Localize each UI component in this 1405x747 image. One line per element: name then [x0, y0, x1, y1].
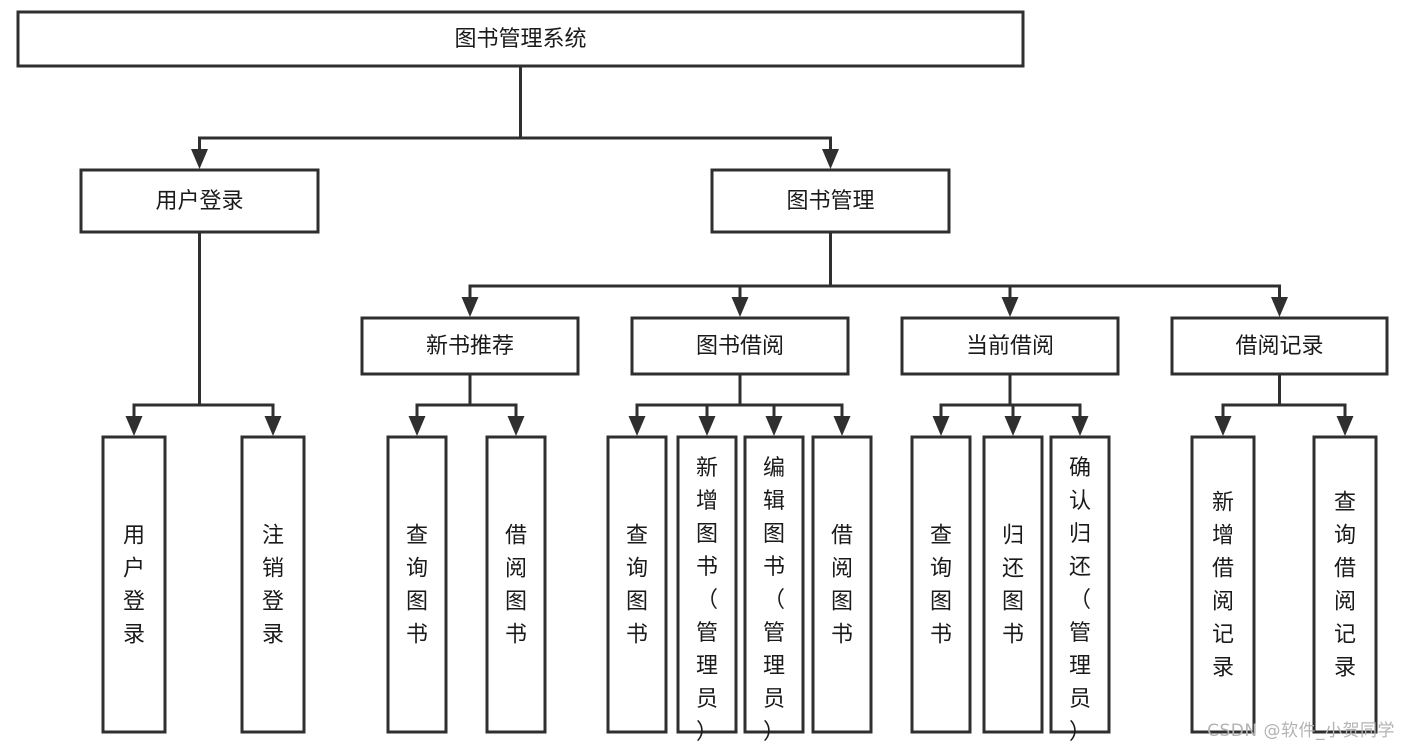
node-leaf-query-record[interactable]: 查询借阅记录	[1312, 435, 1378, 734]
arrow-head-icon	[731, 297, 749, 317]
node-box[interactable]	[982, 435, 1044, 734]
connector-借阅记录	[1214, 372, 1354, 436]
node-user-login[interactable]: 用户登录	[79, 168, 320, 234]
arrow-head-icon	[1004, 416, 1022, 436]
node-leaf-query-book-1[interactable]: 查询图书	[386, 435, 448, 734]
node-leaf-query-book-2[interactable]: 查询图书	[606, 435, 668, 734]
node-box[interactable]	[240, 435, 306, 734]
node-box[interactable]	[811, 435, 873, 734]
arrow-head-icon	[698, 416, 716, 436]
node-box[interactable]	[386, 435, 448, 734]
node-label: 当前借阅	[966, 334, 1054, 359]
node-label: 归还图书	[1002, 523, 1024, 647]
node-label: 用户登录	[123, 523, 145, 647]
node-new-book-rec[interactable]: 新书推荐	[360, 316, 580, 376]
node-label: 新书推荐	[426, 334, 514, 359]
node-box[interactable]	[79, 168, 320, 234]
node-leaf-return-book[interactable]: 归还图书	[982, 435, 1044, 734]
node-leaf-confirm-return[interactable]: 确认归还（管理员）	[1049, 435, 1111, 745]
connector-图书管理系统	[191, 64, 839, 169]
node-label: 图书管理系统	[454, 27, 586, 52]
node-box[interactable]	[606, 435, 668, 734]
connector-用户登录	[125, 230, 282, 436]
node-label: 注销登录	[262, 523, 284, 647]
node-box[interactable]	[710, 168, 951, 234]
node-box[interactable]	[1170, 316, 1389, 376]
node-leaf-user-logout[interactable]: 注销登录	[240, 435, 306, 734]
node-box[interactable]	[900, 316, 1120, 376]
node-box[interactable]	[1190, 435, 1256, 734]
node-leaf-user-login[interactable]: 用户登录	[101, 435, 167, 734]
node-label: 确认归还（管理员）	[1069, 456, 1091, 745]
node-box[interactable]	[1049, 435, 1111, 734]
node-current-borrow[interactable]: 当前借阅	[900, 316, 1120, 376]
node-leaf-add-record[interactable]: 新增借阅记录	[1190, 435, 1256, 734]
node-box[interactable]	[360, 316, 580, 376]
arrow-head-icon	[408, 416, 426, 436]
node-box[interactable]	[743, 435, 805, 734]
node-book-borrow[interactable]: 图书借阅	[630, 316, 850, 376]
connector-新书推荐	[408, 372, 525, 436]
node-root[interactable]: 图书管理系统	[16, 10, 1025, 68]
node-label: 借阅图书	[505, 523, 527, 647]
arrow-head-icon	[507, 416, 525, 436]
node-label: 借阅记录	[1235, 334, 1323, 359]
arrow-head-icon	[125, 416, 143, 436]
arrow-head-icon	[1336, 416, 1354, 436]
node-leaf-edit-book[interactable]: 编辑图书（管理员）	[743, 435, 805, 745]
node-label: 图书管理	[786, 189, 874, 214]
node-box[interactable]	[630, 316, 850, 376]
arrow-head-icon	[932, 416, 950, 436]
arrow-head-icon	[628, 416, 646, 436]
node-label: 查询图书	[626, 523, 648, 647]
arrow-head-icon	[264, 416, 282, 436]
node-box[interactable]	[1312, 435, 1378, 734]
arrow-head-icon	[833, 416, 851, 436]
node-book-manage[interactable]: 图书管理	[710, 168, 951, 234]
node-leaf-add-book[interactable]: 新增图书（管理员）	[676, 435, 738, 745]
arrow-head-icon	[1071, 416, 1089, 436]
arrow-head-icon	[1214, 416, 1232, 436]
node-label: 图书借阅	[696, 334, 784, 359]
node-box[interactable]	[16, 10, 1025, 68]
node-borrow-record[interactable]: 借阅记录	[1170, 316, 1389, 376]
node-box[interactable]	[101, 435, 167, 734]
node-label: 新增借阅记录	[1212, 490, 1234, 680]
connector-图书管理	[461, 230, 1288, 317]
node-label: 编辑图书（管理员）	[763, 456, 785, 745]
connector-当前借阅	[932, 372, 1089, 436]
arrow-head-icon	[191, 149, 208, 169]
nodes-layer: 图书管理系统用户登录图书管理新书推荐图书借阅当前借阅借阅记录用户登录注销登录查询…	[16, 10, 1389, 745]
node-box[interactable]	[676, 435, 738, 734]
node-label: 新增图书（管理员）	[696, 456, 718, 745]
node-label: 借阅图书	[831, 523, 853, 647]
arrow-head-icon	[1001, 297, 1019, 317]
node-box[interactable]	[910, 435, 972, 734]
arrow-head-icon	[1271, 297, 1288, 317]
node-leaf-query-book-3[interactable]: 查询图书	[910, 435, 972, 734]
arrow-head-icon	[461, 297, 479, 317]
node-label: 用户登录	[155, 189, 243, 214]
node-leaf-borrow-book-2[interactable]: 借阅图书	[811, 435, 873, 734]
edges-layer	[125, 64, 1354, 436]
node-label: 查询图书	[406, 523, 428, 647]
node-label: 查询图书	[930, 523, 952, 647]
arrow-head-icon	[822, 149, 839, 169]
node-leaf-borrow-book-1[interactable]: 借阅图书	[485, 435, 547, 734]
watermark-text: CSDN @软件_小贺同学	[1207, 721, 1395, 741]
arrow-head-icon	[765, 416, 783, 436]
connector-图书借阅	[628, 372, 851, 436]
node-box[interactable]	[485, 435, 547, 734]
node-label: 查询借阅记录	[1334, 490, 1356, 680]
